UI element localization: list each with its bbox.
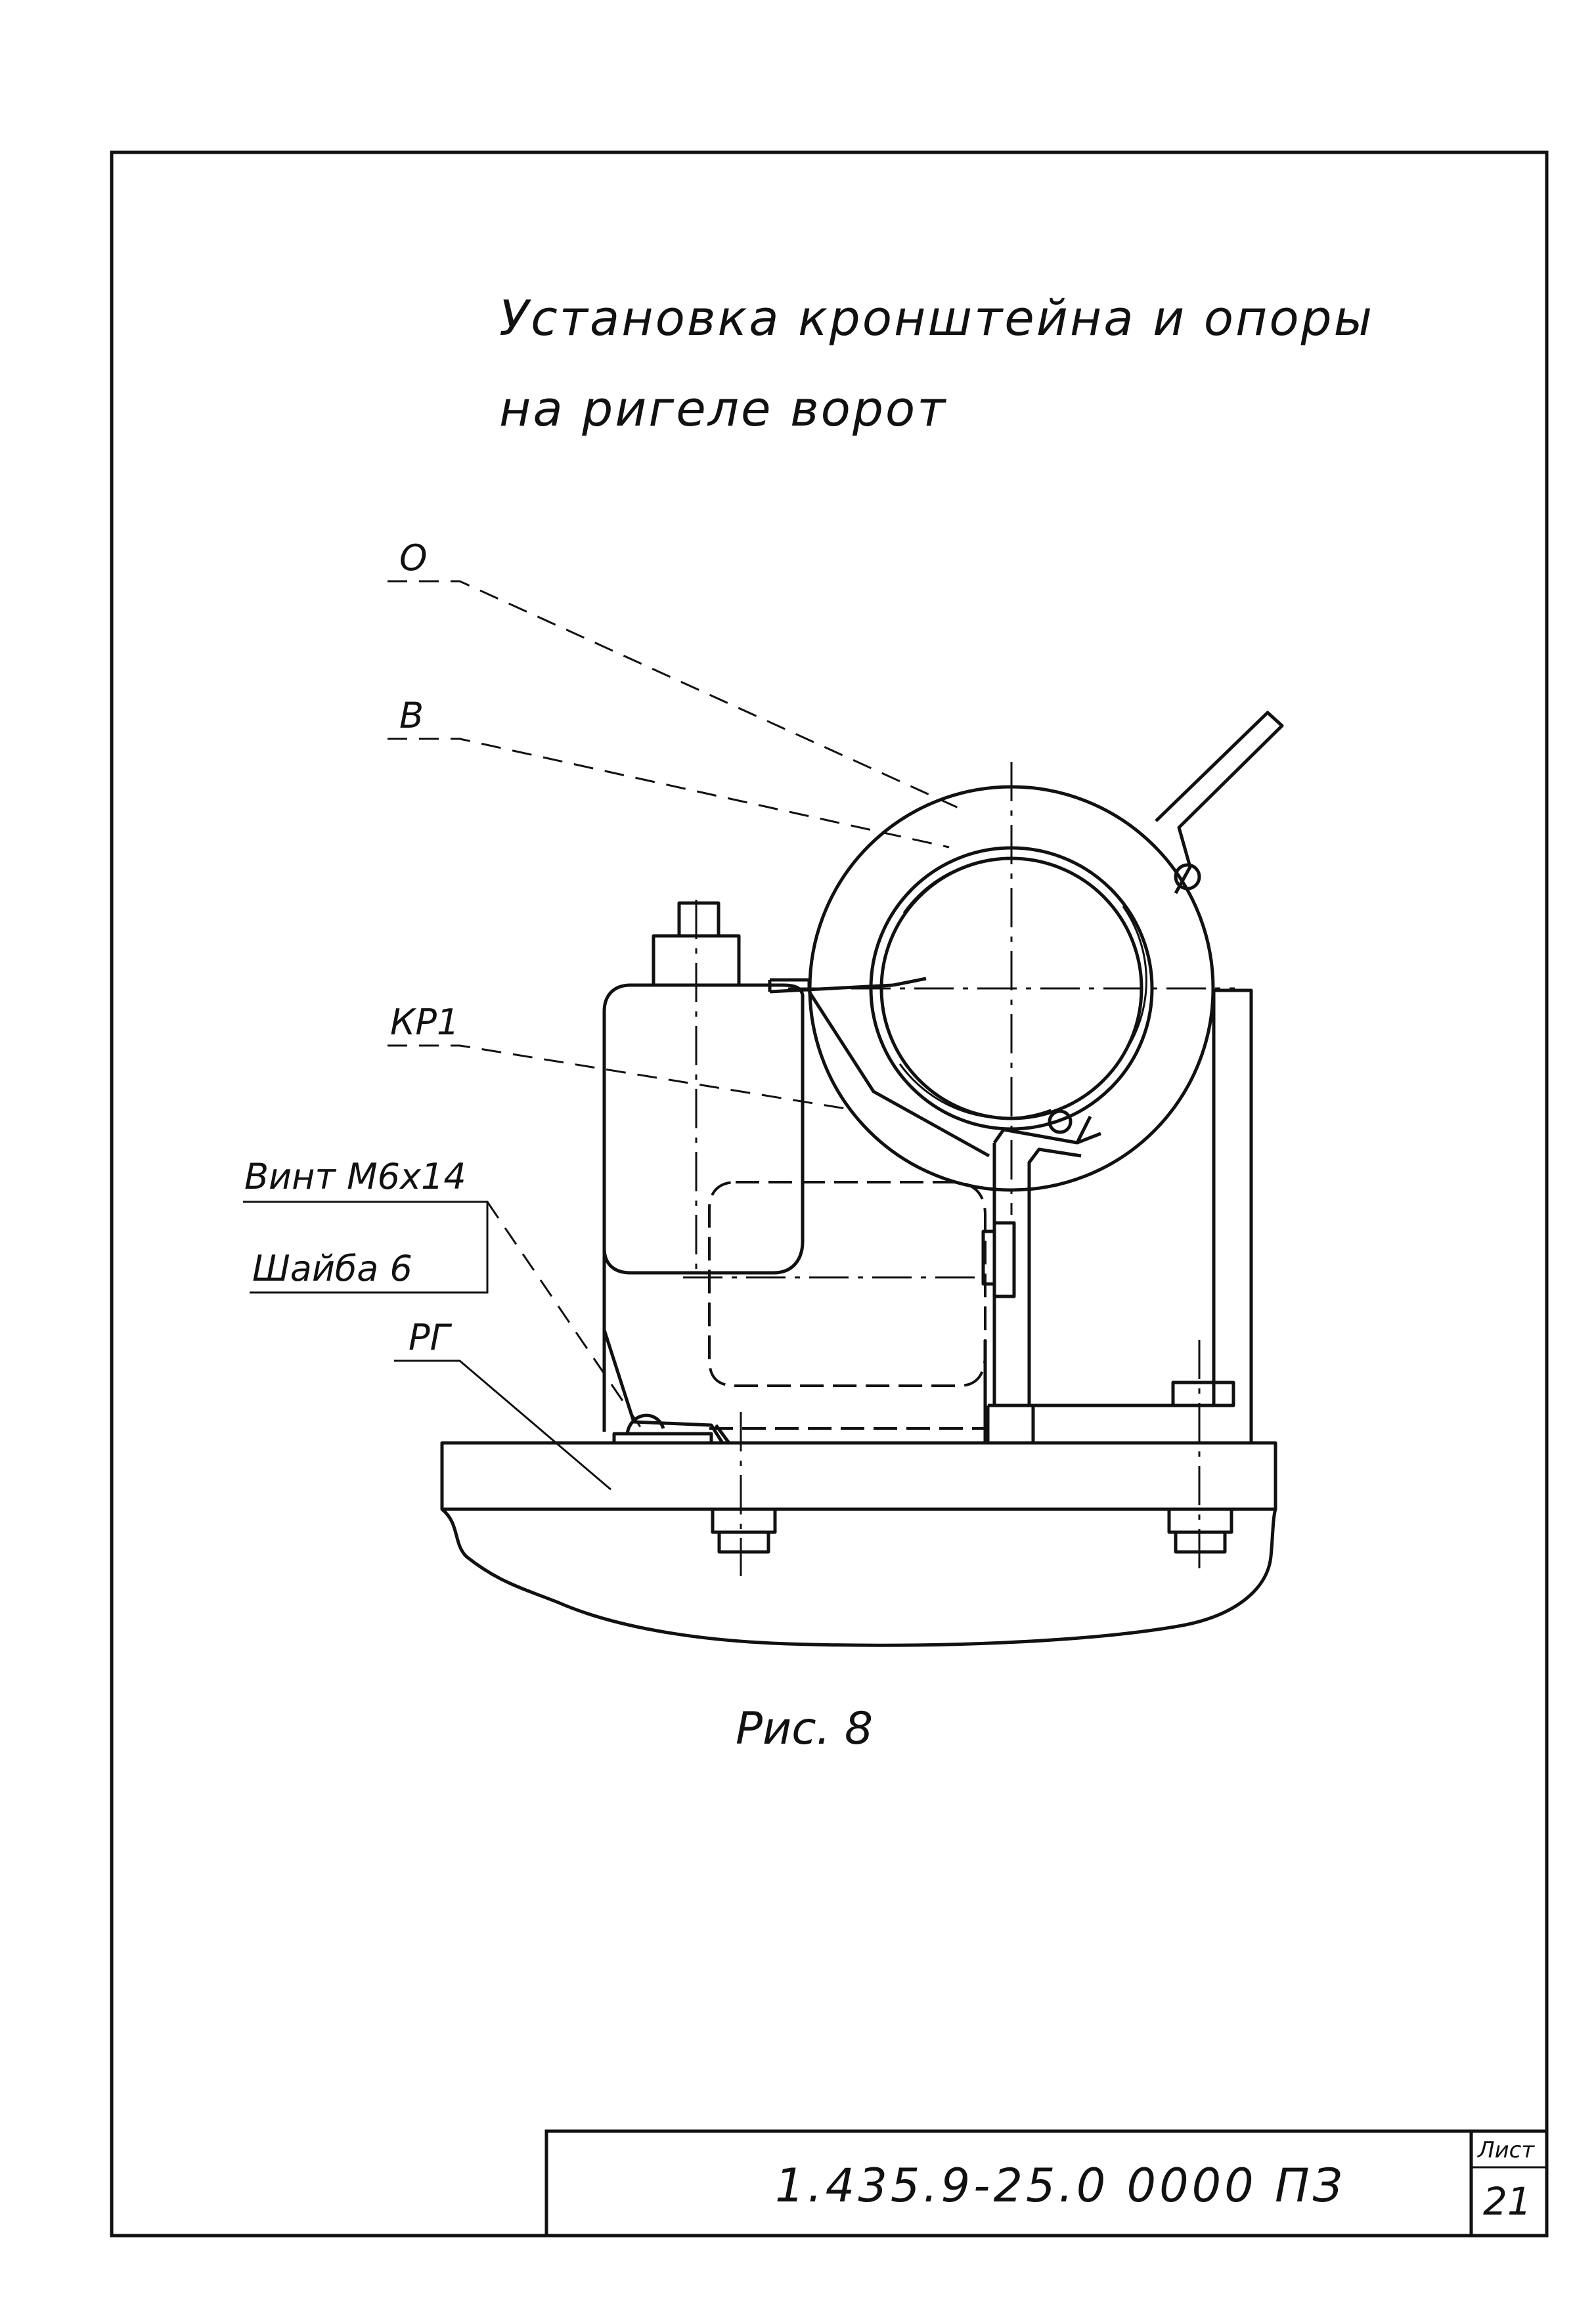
callout-v: В	[399, 695, 424, 736]
gate-beam	[440, 1441, 1277, 1647]
callout-washer: Шайба 6	[252, 1248, 412, 1289]
callout-kr1: КР1	[390, 1002, 459, 1043]
title-block	[544, 2129, 1547, 2236]
bracket-kr1	[602, 977, 990, 1444]
hidden-contour	[708, 1181, 986, 1430]
drawing-title-line1: Установка кронштейна и опоры	[499, 290, 1374, 347]
callout-rg: РГ	[409, 1317, 453, 1358]
figure-caption: Рис. 8	[736, 1703, 873, 1755]
sheet-label: Лист	[1476, 2137, 1535, 2163]
document-code: 1.435.9-25.0 0000 ПЗ	[775, 2159, 1345, 2213]
leader-lines	[243, 580, 966, 1491]
centre-lines	[683, 762, 1235, 1576]
sheet-number: 21	[1483, 2179, 1532, 2224]
right-support	[986, 988, 1253, 1445]
sheet-frame	[110, 150, 1549, 2238]
screw-m6	[612, 1413, 713, 1443]
upper-clip	[1155, 711, 1284, 894]
lower-bolt-left	[711, 1507, 777, 1554]
callout-o: О	[399, 537, 428, 579]
drawing-title-line2: на ригеле ворот	[499, 381, 947, 437]
clamp-clip	[981, 1109, 1101, 1407]
callout-screw: Винт М6х14	[244, 1156, 466, 1197]
assembly-drawing	[440, 711, 1284, 1647]
